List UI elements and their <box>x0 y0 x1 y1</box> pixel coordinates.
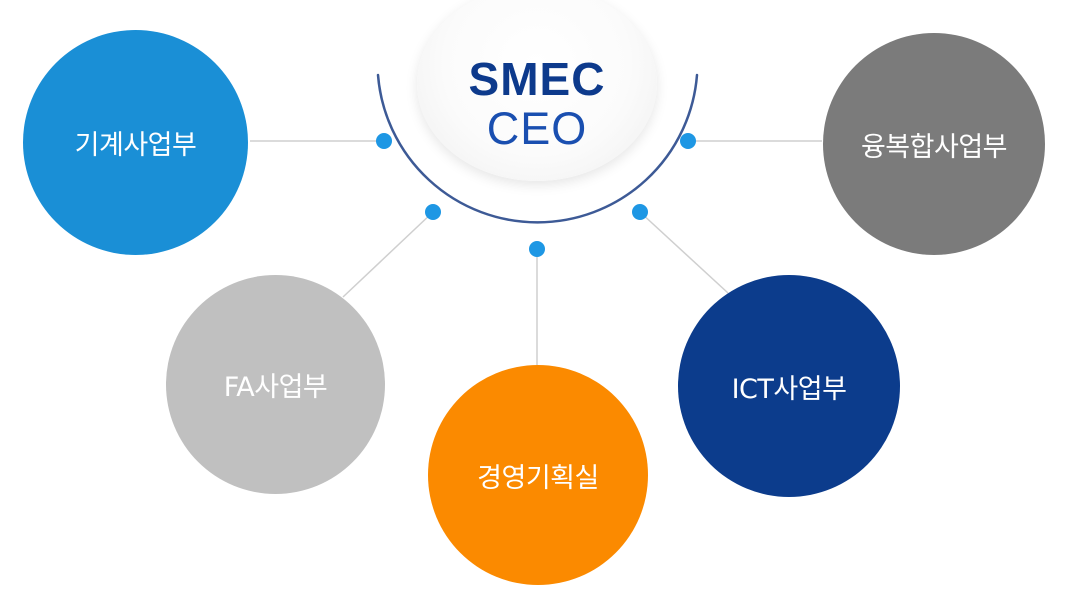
hub-arc <box>376 73 699 224</box>
dept-node-mechanical[interactable]: 기계사업부 <box>23 30 248 255</box>
connector-dot-planning <box>529 241 545 257</box>
connector-dot-fa <box>425 204 441 220</box>
connector-dot-ict <box>632 204 648 220</box>
connector-dot-convergence <box>680 133 696 149</box>
dept-label-convergence: 융복합사업부 <box>860 131 1008 163</box>
dept-label-mechanical: 기계사업부 <box>74 130 197 161</box>
dept-label-fa: FA사업부 <box>223 372 328 403</box>
ceo-node: SMEC CEO <box>417 0 657 181</box>
dept-node-fa[interactable]: FA사업부 <box>166 275 385 494</box>
brand-logo: SMEC <box>468 53 606 105</box>
ceo-title: CEO <box>486 103 588 154</box>
dept-node-planning[interactable]: 경영기획실 <box>428 365 648 585</box>
dept-label-planning: 경영기획실 <box>477 462 599 494</box>
connector-line-ict <box>639 211 729 294</box>
dept-label-ict: ICT사업부 <box>731 373 847 405</box>
dept-node-ict[interactable]: ICT사업부 <box>678 275 900 497</box>
connector-dot-mechanical <box>376 133 392 149</box>
connector-line-fa <box>342 211 434 298</box>
dept-node-convergence[interactable]: 융복합사업부 <box>823 33 1045 255</box>
